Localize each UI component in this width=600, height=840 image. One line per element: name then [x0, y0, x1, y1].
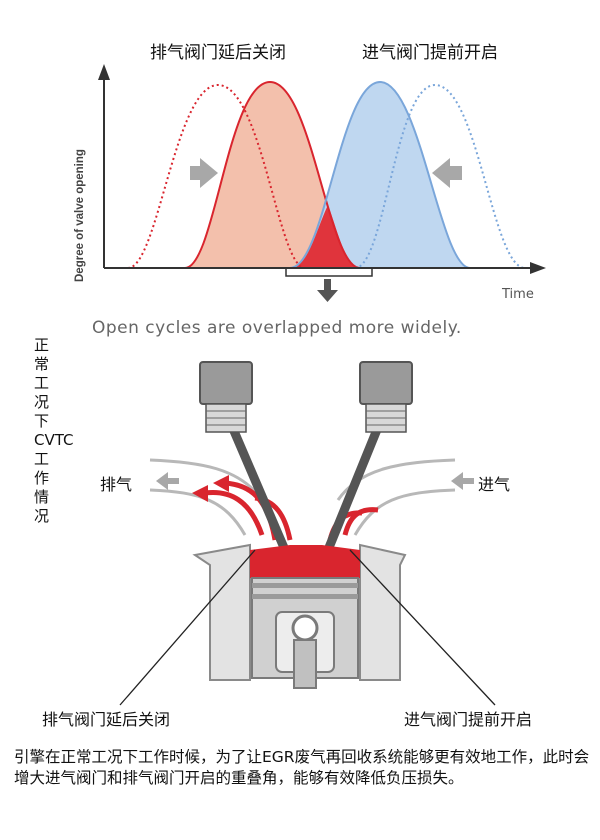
valve-timing-diagram: Degree of valve opening: [74, 64, 546, 302]
intake-port: [336, 458, 456, 536]
exhaust-valve-spring: [199, 361, 253, 433]
exhaust-callout-line: [119, 549, 256, 706]
cylinder-block: [192, 543, 407, 681]
exhaust-original-curve: [127, 83, 306, 269]
intake-left-arrow-icon: [451, 472, 474, 490]
overlap-bracket: [285, 268, 373, 277]
exhaust-left-arrow-icon: [156, 472, 179, 490]
y-axis-arrowhead: [98, 64, 110, 80]
exhaust-valve-stem: [220, 408, 290, 552]
down-arrow-icon: [317, 279, 338, 302]
exhaust-label: 排气: [100, 475, 133, 494]
intake-curve-title: 进气阀门提前开启: [362, 43, 498, 63]
engine-illustration: [119, 361, 496, 706]
x-axis-arrowhead: [530, 262, 546, 274]
intake-valve-stem: [323, 408, 390, 552]
exhaust-curve-title: 排气阀门延后关闭: [150, 43, 286, 63]
side-caption: 正常工况下CVTC工作情况: [34, 336, 74, 525]
exhaust-flow-head-2: [213, 475, 229, 492]
exhaust-valve-callout: 排气阀门延后关闭: [42, 710, 171, 729]
x-axis-label: Time: [502, 287, 534, 302]
overlap-note: Open cycles are overlapped more widely.: [92, 318, 462, 338]
right-arrow-icon: [190, 158, 218, 188]
exhaust-curve-fill: [185, 82, 360, 268]
intake-valve-spring: [359, 361, 413, 433]
piston: [251, 577, 359, 689]
exhaust-curve: [184, 80, 361, 269]
intake-curve: [289, 80, 471, 269]
description-paragraph: 引擎在正常工况下工作时候，为了让EGR废气再回收系统能够更有效地工作，此时会增大…: [14, 748, 590, 787]
overlap-region: [290, 205, 360, 268]
exhaust-port: [149, 458, 264, 536]
y-axis-label: Degree of valve opening: [74, 149, 86, 282]
combustion-chamber: [250, 545, 360, 578]
intake-valve-callout: 进气阀门提前开启: [404, 710, 533, 729]
intake-curve-fill: [290, 82, 470, 268]
intake-callout-line: [349, 549, 496, 706]
intake-label: 进气: [478, 475, 511, 494]
left-arrow-icon: [432, 158, 462, 188]
exhaust-flow-head-1: [192, 485, 208, 502]
